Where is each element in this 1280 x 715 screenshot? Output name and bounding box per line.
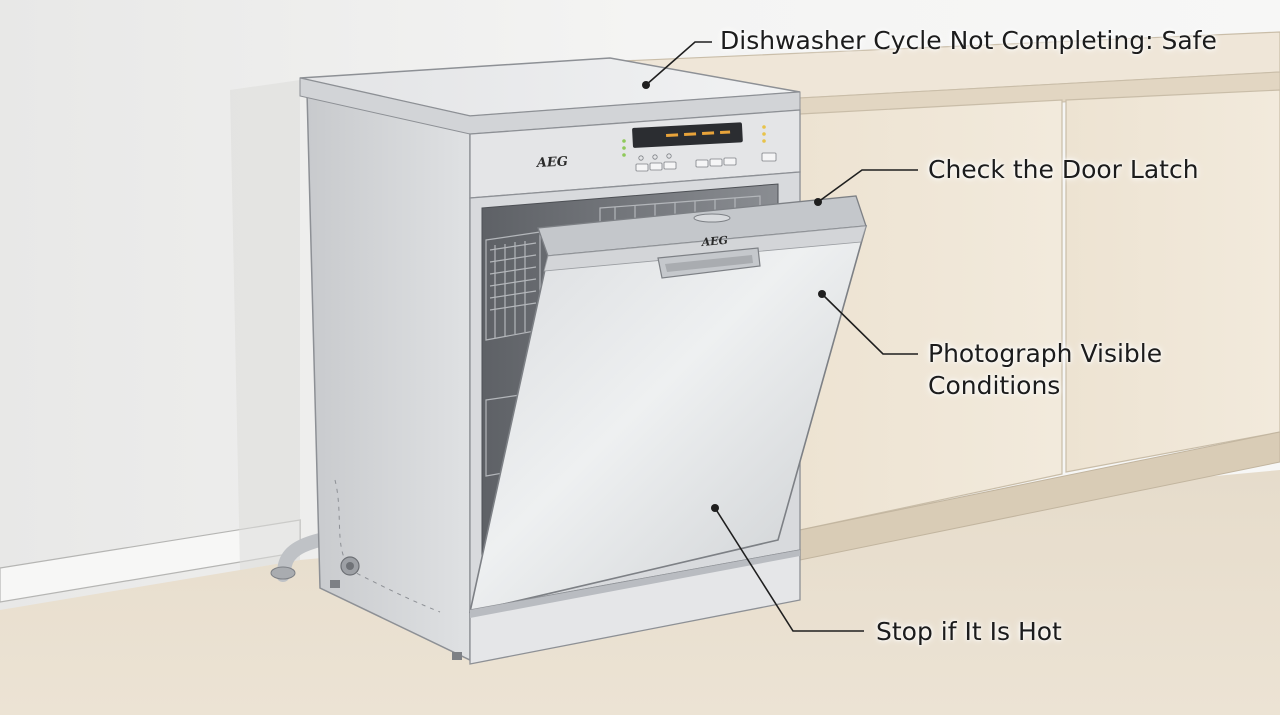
- foot: [452, 652, 462, 660]
- knob-ring: [666, 153, 672, 159]
- door-top-trim: [543, 225, 867, 272]
- kick-plate-shadow: [470, 550, 800, 618]
- indicator-light: [762, 139, 766, 143]
- callout-hot: Stop if It Is Hot: [876, 617, 1062, 646]
- leader-line-hot: [714, 507, 864, 632]
- knob-ring: [638, 155, 644, 161]
- control-button[interactable]: [649, 162, 663, 171]
- callout-photograph-line2: Conditions: [928, 371, 1061, 400]
- callout-photograph-line1: Photograph Visible: [928, 339, 1163, 368]
- leader-dot: [814, 198, 822, 206]
- leader-line-door-latch: [817, 169, 918, 203]
- door-handle-recess: [665, 255, 753, 272]
- dishwasher-side-panel: [299, 91, 471, 662]
- control-button[interactable]: [635, 163, 649, 172]
- power-button[interactable]: [761, 152, 777, 162]
- indicator-light: [622, 153, 626, 157]
- control-button[interactable]: [723, 157, 737, 166]
- leader-dot: [711, 504, 719, 512]
- drain-hose: [276, 533, 327, 582]
- leader-line-photograph: [821, 293, 918, 355]
- cabinet-door-right: [1065, 89, 1280, 473]
- display-segment: [684, 132, 697, 136]
- control-panel-brand: AEG: [534, 154, 568, 171]
- callout-door-latch: Check the Door Latch: [928, 155, 1199, 184]
- knob-ring: [652, 154, 658, 160]
- hose-end: [270, 566, 296, 580]
- drain-connector-inner: [346, 562, 354, 570]
- foot: [330, 580, 340, 588]
- leader-lines: [645, 41, 918, 632]
- indicator-light: [622, 146, 626, 150]
- control-button[interactable]: [709, 158, 723, 167]
- indicator-light: [762, 132, 766, 136]
- control-button[interactable]: [663, 161, 677, 170]
- display-segment: [701, 131, 715, 135]
- display-segment: [720, 130, 731, 134]
- indicator-light: [762, 125, 766, 129]
- indicator-light: [622, 139, 626, 143]
- side-dashed-hint: [334, 479, 441, 613]
- wall-shadow: [230, 80, 300, 570]
- door-brand: AEG: [700, 234, 728, 249]
- leader-line-title: [645, 41, 712, 86]
- leader-dot: [818, 290, 826, 298]
- callout-title: Dishwasher Cycle Not Completing: Safe: [720, 26, 1217, 55]
- door-latch[interactable]: [693, 213, 731, 223]
- control-button[interactable]: [695, 159, 709, 168]
- leader-dot: [642, 81, 650, 89]
- display-segment: [666, 133, 679, 137]
